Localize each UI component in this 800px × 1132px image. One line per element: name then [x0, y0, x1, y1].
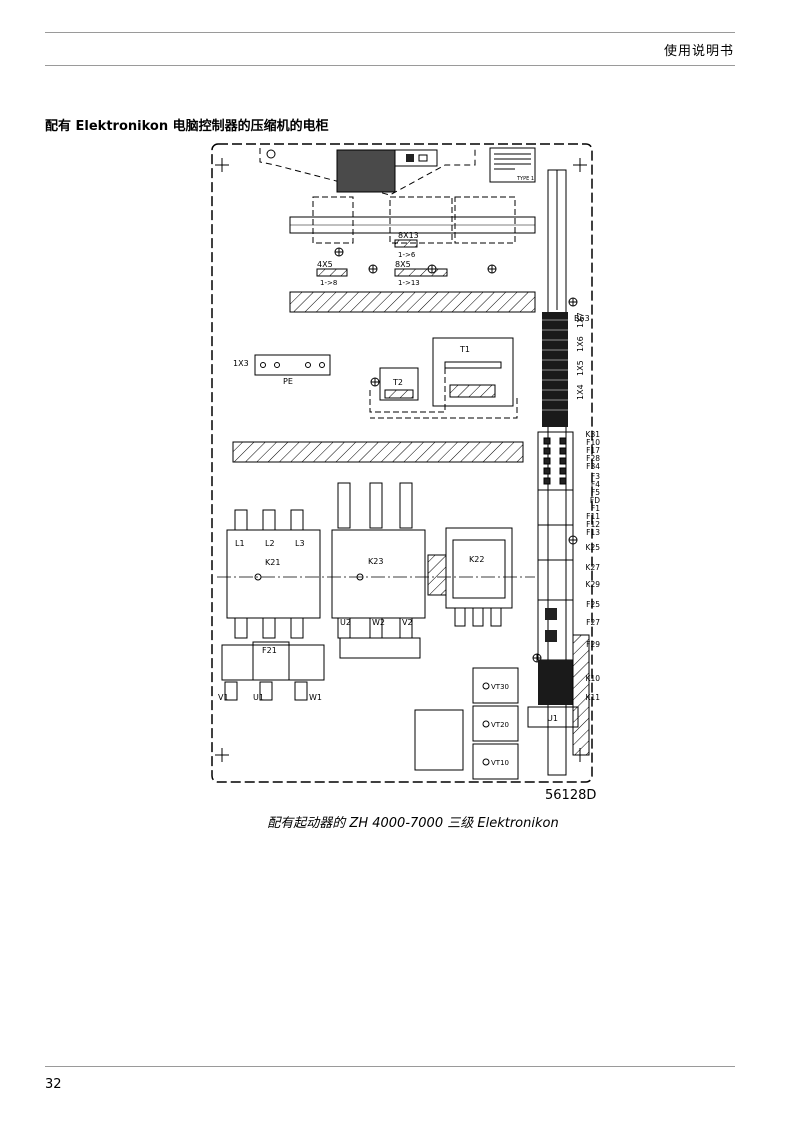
label-f10: F10 [586, 438, 600, 447]
label-u1: U1 [253, 693, 264, 702]
controller-display [336, 149, 396, 193]
terminal-1x5: 1X5 [576, 360, 585, 376]
transformer-t1 [432, 337, 514, 407]
terminal-1x7: 1X7 [576, 312, 585, 328]
label-1x3: 1X3 [233, 359, 249, 368]
label-v2: V2 [402, 618, 413, 627]
label-u2: U2 [340, 618, 351, 627]
label-fd: FD [590, 496, 600, 505]
label-f5: F5 [591, 488, 600, 497]
label-f12: F12 [586, 520, 600, 529]
terminal-8x5: 8X5 [395, 260, 411, 269]
terminal-1x6: 1X6 [576, 336, 585, 352]
label-l2: L2 [265, 539, 275, 548]
label-l1: L1 [235, 539, 245, 548]
transformer-t2 [379, 367, 419, 401]
breaker-stack [537, 431, 574, 491]
top-pocket [259, 148, 476, 196]
label-k10: K10 [586, 674, 600, 683]
type-plate-label: TYPE 1 [516, 176, 534, 182]
label-f11: F11 [586, 512, 600, 521]
label-f29: F29 [586, 640, 600, 649]
label-vt20: VT20 [491, 721, 509, 729]
terminal-1x4: 1X4 [576, 384, 585, 400]
cabinet-outline [211, 143, 593, 783]
label-t1: T1 [459, 345, 470, 354]
right-label-list: K31 F10 F17 F28 F34 F3 F4 F5 FD F1 F11 F… [586, 430, 601, 702]
controller-panel [394, 149, 438, 167]
header-top-rule [45, 32, 735, 33]
label-vt10: VT10 [491, 759, 509, 767]
header-title: 使用说明书 [663, 44, 734, 59]
header-bottom-rule [45, 65, 735, 66]
overload-f21 [221, 641, 325, 701]
label-pe: PE [283, 377, 293, 386]
label-f3: F3 [591, 472, 600, 481]
label-k29: K29 [586, 580, 600, 589]
terminal-8x13: 8X13 [398, 231, 419, 240]
footer-rule [45, 1066, 735, 1067]
terminal-4x5-range: 1->8 [320, 279, 337, 287]
label-f17: F17 [586, 446, 600, 455]
label-k22: K22 [469, 555, 484, 564]
label-f1: F1 [591, 504, 600, 513]
label-f25: F25 [586, 600, 600, 609]
label-f21: F21 [262, 646, 277, 655]
terminal-8x5-range: 1->13 [398, 279, 420, 287]
page-number: 32 [45, 1077, 62, 1092]
right-hatched-duct [572, 634, 590, 756]
label-u1-module: U1 [547, 714, 558, 723]
lower-cable-duct [232, 441, 524, 463]
label-k23: K23 [368, 557, 383, 566]
terminal-4x5: 4X5 [317, 260, 333, 269]
figure-caption: 配有起动器的 ZH 4000-7000 三级 Elektronikon [267, 816, 559, 831]
terminal-8x13-range: 1->6 [398, 251, 416, 259]
terminal-labels: 1X4 1X5 1X6 1X7 [576, 312, 585, 400]
section-title: 配有 Elektronikon 电脑控制器的压缩机的电柜 [45, 119, 329, 134]
empty-box [414, 709, 464, 771]
relay-stack [537, 489, 574, 601]
relay-outlines [312, 196, 516, 244]
label-b63: B63 [574, 314, 590, 323]
contactor-k21 [226, 509, 321, 639]
label-k11: K11 [586, 693, 600, 702]
terminal-block-column [542, 312, 568, 427]
label-f27: F27 [586, 618, 600, 627]
label-k27: K27 [586, 563, 600, 572]
label-f28: F28 [586, 454, 600, 463]
label-v1: V1 [218, 693, 229, 702]
label-k21: K21 [265, 558, 280, 567]
u1-module [527, 706, 579, 728]
cabinet-diagram: TYPE 1 8X13 1->6 4X5 1->8 8X5 1->13 [205, 140, 600, 795]
label-k31: K31 [586, 430, 600, 439]
label-l3: L3 [295, 539, 305, 548]
vt-modules [472, 667, 519, 780]
label-f4: F4 [591, 480, 600, 489]
contactor-k22 [427, 527, 513, 627]
figure-id: 56128D [545, 788, 597, 803]
pe-bar [254, 354, 331, 376]
label-w1: W1 [309, 693, 322, 702]
label-f13: F13 [586, 528, 600, 537]
type-plate [489, 147, 536, 183]
label-f34: F34 [586, 462, 600, 471]
label-vt30: VT30 [491, 683, 509, 691]
label-k25: K25 [586, 543, 600, 552]
upper-cable-duct [289, 291, 536, 313]
contactor-k23 [331, 482, 426, 659]
label-t2: T2 [392, 378, 403, 387]
label-w2: W2 [372, 618, 385, 627]
